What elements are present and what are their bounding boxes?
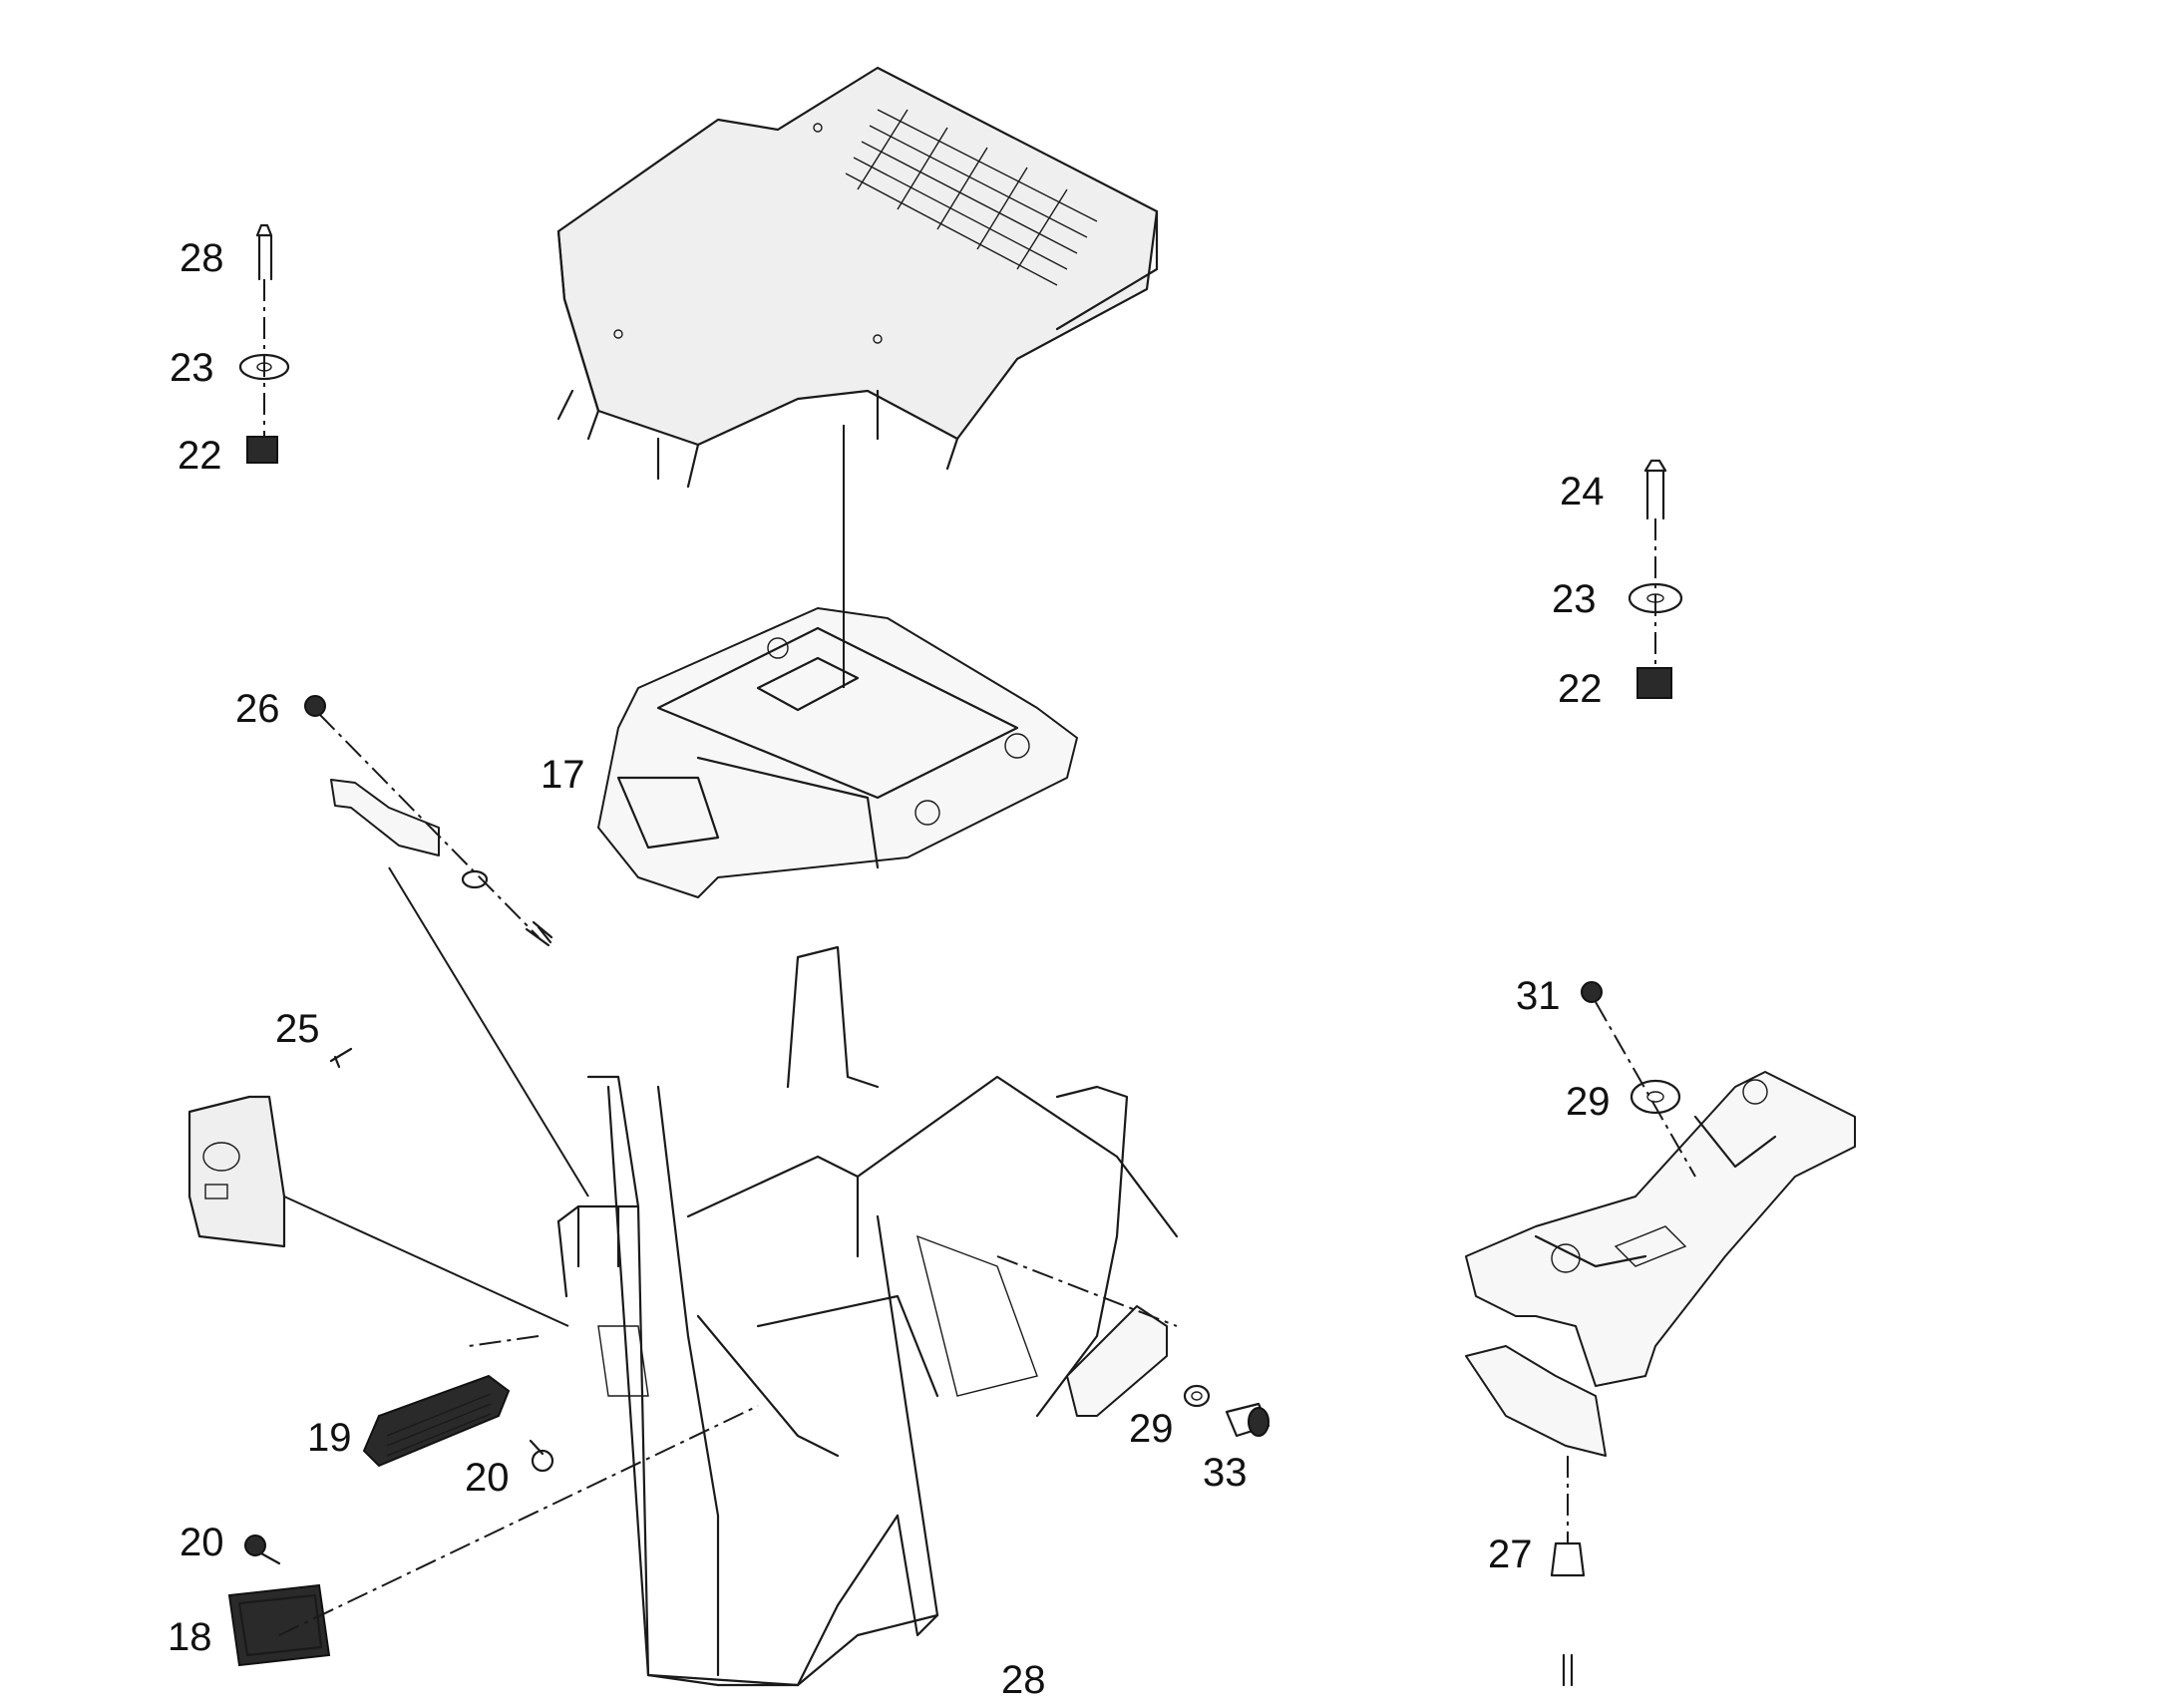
plate-18 (227, 1583, 331, 1667)
leader-lines (263, 279, 1696, 1636)
nut-26 (304, 695, 326, 717)
callout-23-right: 23 (1552, 577, 1597, 621)
washer-left-mid (461, 869, 489, 889)
right-console-frame (1465, 1071, 1856, 1387)
callout-18: 18 (168, 1615, 212, 1659)
callout-22-left: 22 (178, 434, 222, 478)
right-lower-bracket (1465, 1345, 1607, 1457)
callout-17: 17 (541, 753, 585, 797)
nut-22-top-left (246, 436, 278, 464)
callout-24: 24 (1560, 470, 1605, 513)
fasteners (238, 223, 1683, 1687)
bolt-24 (1643, 459, 1667, 520)
screw-20-mat (531, 1449, 554, 1473)
screw-31 (1581, 981, 1603, 1003)
callout-labels: 17 18 19 20 20 22 22 23 23 24 25 26 27 2… (168, 236, 1611, 1702)
callout-19: 19 (307, 1416, 352, 1460)
washer-29-right (1630, 1079, 1681, 1115)
bolt-28-top (255, 223, 273, 281)
floor-mat-19 (362, 1374, 511, 1468)
callout-26: 26 (235, 687, 280, 731)
console-housing-17 (597, 607, 1078, 898)
screw-20-plate (244, 1535, 266, 1556)
callout-31: 31 (1516, 974, 1561, 1018)
bolt-left-mid (525, 920, 553, 947)
callout-20-mat: 20 (465, 1456, 510, 1500)
left-support-bracket (330, 779, 440, 856)
side-trim-panel (187, 1095, 286, 1248)
screw-25 (329, 1047, 353, 1069)
callout-25: 25 (275, 1007, 320, 1051)
fitting-27 (1550, 1541, 1586, 1577)
callout-20-plate: 20 (180, 1521, 224, 1564)
callout-23-left: 23 (170, 346, 214, 390)
nut-22-right (1636, 667, 1672, 699)
callout-28-top: 28 (180, 236, 224, 280)
washer-29-center (1183, 1384, 1211, 1408)
callout-29-right: 29 (1566, 1080, 1611, 1124)
small-pad-bracket (1066, 1305, 1168, 1417)
callout-28-bottom: 28 (1001, 1658, 1046, 1702)
cab-frame (556, 945, 1179, 1687)
callout-29-center: 29 (1129, 1407, 1174, 1451)
callout-33: 33 (1203, 1451, 1248, 1495)
callout-27: 27 (1488, 1533, 1533, 1576)
top-cover-panel (556, 66, 1159, 489)
callout-22-right: 22 (1558, 667, 1603, 711)
